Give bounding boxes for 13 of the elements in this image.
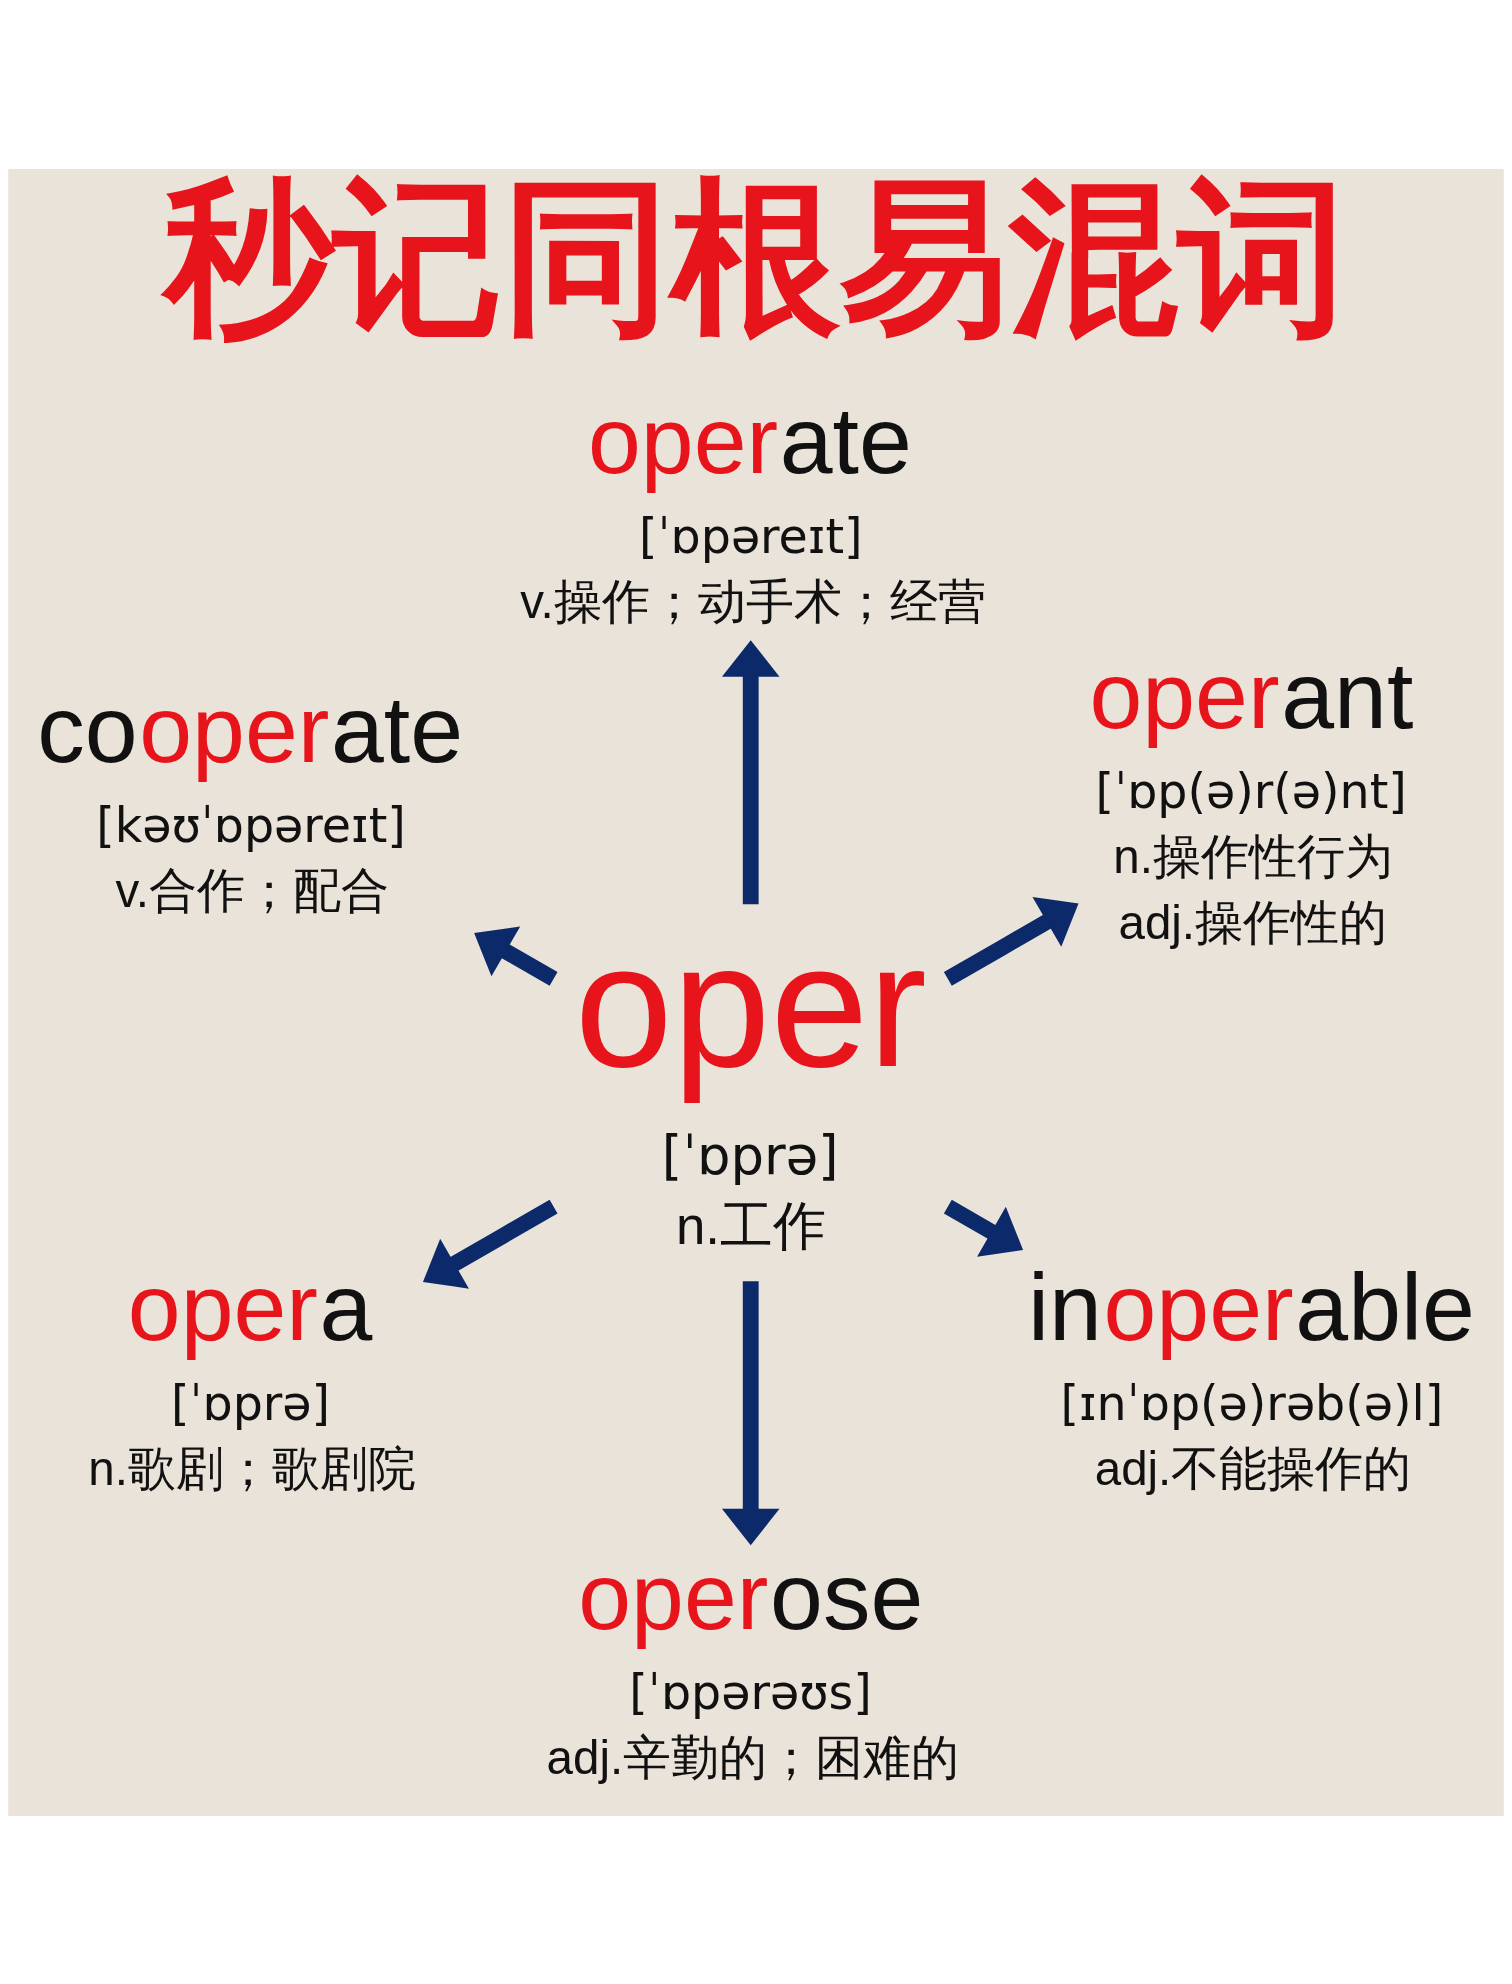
node-text: operant [ˈɒp(ə)r(ə)nt] n.操作性行为 adj.操作性的 [1089,641,1414,949]
node-text: operate [ˈɒpəreɪt] v.操作；动手术；经营 [520,386,986,628]
arrow [474,925,558,986]
arrow [422,1199,558,1289]
arrow [943,896,1079,986]
node-text: oper [ˈɒprə] n.工作 [574,906,927,1255]
arrow [943,1199,1024,1257]
node-text: operose [ˈɒpərəʊs] adj.辛勤的；困难的 [546,1542,960,1784]
arrow [721,1280,780,1545]
node-text: cooperate [kəʊˈɒpəreɪt] v.合作；配合 [37,675,464,917]
node-text: opera [ˈɒprə] n.歌剧；歌剧院 [88,1253,416,1495]
node-text: inoperable [ɪnˈɒp(ə)rəb(ə)l] adj.不能操作的 [1027,1253,1475,1495]
arrow [721,639,780,904]
